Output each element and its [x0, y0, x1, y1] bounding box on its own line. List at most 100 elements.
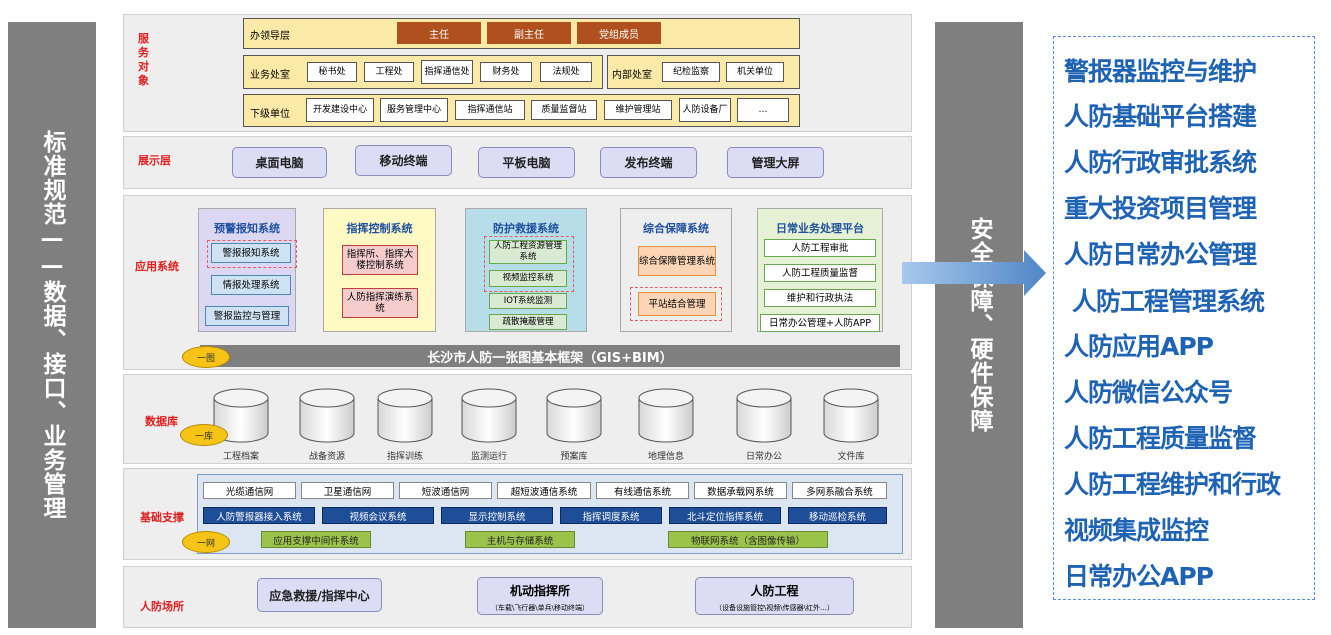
infra-network: 卫星通信网 [301, 482, 394, 499]
database-label: 战备资源 [308, 452, 345, 462]
standards-bar: 标准规范——数据、接口、业务管理 [8, 22, 96, 628]
feature-item: 人防微信公众号 [1064, 378, 1233, 407]
warning-item: 警报监控与管理 [205, 306, 289, 326]
rescue-item: IOT系统监测 [489, 293, 567, 309]
database-label: 地理信息 [647, 452, 684, 462]
feature-item: 人防工程管理系统 [1072, 287, 1265, 316]
infra-network: 超短波通信系统 [497, 482, 591, 499]
infra-network: 有线通信系统 [596, 482, 689, 499]
site-project: 人防工程 （设备设施管控\视频\传感器\红外…） [695, 577, 854, 615]
database-label: 日常办公 [745, 452, 782, 462]
sub-item: … [737, 98, 789, 122]
command-item: 人防指挥演练系统 [342, 288, 418, 318]
feature-item: 警报器监控与维护 [1064, 57, 1257, 86]
database-label: 文件库 [837, 452, 865, 462]
site-mobile-post: 机动指挥所 （车载\飞行器\单兵\移动终端） [477, 577, 603, 615]
warning-system-title: 预警报知系统 [214, 222, 280, 235]
daily-item: 人防工程质量监督 [764, 264, 876, 282]
display-desktop: 桌面电脑 [232, 147, 327, 178]
internal-label: 内部处室 [612, 70, 652, 81]
sub-item: 人防设备厂 [679, 98, 731, 122]
biz-item: 财务处 [480, 62, 532, 82]
infra-support: 应用支撑中间件系统 [261, 531, 371, 548]
leader-deputy: 副主任 [487, 22, 571, 44]
application-layer-label: 应用系统 [135, 260, 179, 273]
cylinder-icon [638, 388, 694, 443]
command-item: 指挥所、指挥大楼控制系统 [342, 245, 418, 275]
leader-director: 主任 [397, 22, 481, 44]
cylinder-icon [299, 388, 355, 443]
biz-item: 秘书处 [307, 62, 357, 82]
database-label: 指挥训练 [386, 452, 423, 462]
cylinder-icon [461, 388, 517, 443]
feature-item: 人防基础平台搭建 [1064, 102, 1257, 131]
daily-system-title: 日常业务处理平台 [776, 222, 864, 235]
security-bar: 安全保障、硬件保障 [935, 22, 1023, 628]
warning-highlight [207, 240, 297, 268]
feature-item: 人防应用APP [1064, 332, 1214, 361]
database-label: 预案库 [560, 452, 588, 462]
display-mobile: 移动终端 [355, 145, 452, 176]
infra-system: 人防警报器接入系统 [203, 507, 315, 524]
infra-network: 光缆通信网 [203, 482, 296, 499]
display-publish: 发布终端 [600, 147, 697, 178]
sub-item: 指挥通信站 [455, 100, 525, 120]
display-tablet: 平板电脑 [478, 147, 575, 178]
feature-list: 警报器监控与维护 人防基础平台搭建 人防行政审批系统 重大投资项目管理 人防日常… [1053, 36, 1315, 600]
warning-item: 警报报知系统 [211, 243, 291, 263]
sub-item: 服务管理中心 [380, 98, 448, 122]
support-system-title: 综合保障系统 [643, 222, 709, 235]
rescue-highlight [484, 236, 574, 292]
feature-item: 重大投资项目管理 [1064, 194, 1257, 223]
rescue-item: 人防工程资源管理系统 [489, 240, 567, 264]
daily-item: 日常办公管理+人防APP [760, 314, 880, 332]
biz-item: 指挥通信处 [421, 60, 473, 84]
cylinder-icon [823, 388, 879, 443]
biz-item: 工程处 [364, 62, 414, 82]
site-mobile-post-sub: （车载\飞行器\单兵\移动终端） [490, 604, 590, 612]
display-layer-label: 展示层 [138, 154, 171, 167]
internal-item: 机关单位 [726, 62, 784, 82]
infra-badge: 一网 [182, 531, 230, 553]
internal-item: 纪检监察 [662, 62, 720, 82]
infra-system: 移动巡检系统 [788, 507, 887, 524]
database-label: 监测运行 [470, 452, 507, 462]
leader-party: 党组成员 [577, 22, 661, 44]
infra-system: 显示控制系统 [441, 507, 553, 524]
rescue-item: 视频监控系统 [489, 270, 567, 287]
infra-network: 短波通信网 [399, 482, 492, 499]
sub-item: 维护管理站 [604, 100, 672, 120]
cylinder-icon [213, 388, 269, 443]
feature-item: 视频集成监控 [1064, 516, 1209, 545]
rescue-system-title: 防护救援系统 [493, 222, 559, 235]
feature-item: 人防行政审批系统 [1064, 148, 1257, 177]
one-map-bar: 长沙市人防一张图基本框架（GIS+BIM） [200, 345, 900, 367]
cylinder-icon [377, 388, 433, 443]
feature-item: 人防日常办公管理 [1064, 240, 1257, 269]
site-command-center: 应急救援/指挥中心 [257, 578, 382, 612]
infra-system: 北斗定位指挥系统 [669, 507, 781, 524]
command-system-title: 指挥控制系统 [346, 222, 413, 235]
sub-item: 开发建设中心 [306, 98, 374, 122]
sub-item: 质量监督站 [531, 100, 597, 120]
database-badge: 一库 [180, 424, 228, 446]
sub-label: 下级单位 [250, 109, 290, 120]
support-highlight [630, 287, 722, 321]
infra-network: 多网系融合系统 [792, 482, 887, 499]
one-map-badge: 一图 [182, 346, 230, 368]
leaders-label: 办领导层 [250, 31, 290, 42]
arrow-icon [902, 250, 1046, 296]
display-bigscreen: 管理大屏 [727, 147, 824, 178]
site-project-title: 人防工程 [750, 584, 799, 598]
database-layer-label: 数据库 [145, 415, 178, 428]
daily-item: 人防工程审批 [764, 239, 876, 257]
cylinder-icon [736, 388, 792, 443]
site-project-sub: （设备设施管控\视频\传感器\红外…） [714, 604, 835, 612]
infra-support: 主机与存储系统 [465, 531, 575, 548]
infra-system: 指挥调度系统 [560, 507, 662, 524]
infrastructure-layer-label: 基础支撑 [140, 511, 184, 524]
feature-item: 日常办公APP [1064, 562, 1214, 591]
support-item: 综合保障管理系统 [638, 246, 716, 276]
security-bar-text: 安全保障、硬件保障 [966, 217, 992, 433]
site-mobile-post-title: 机动指挥所 [509, 584, 570, 598]
